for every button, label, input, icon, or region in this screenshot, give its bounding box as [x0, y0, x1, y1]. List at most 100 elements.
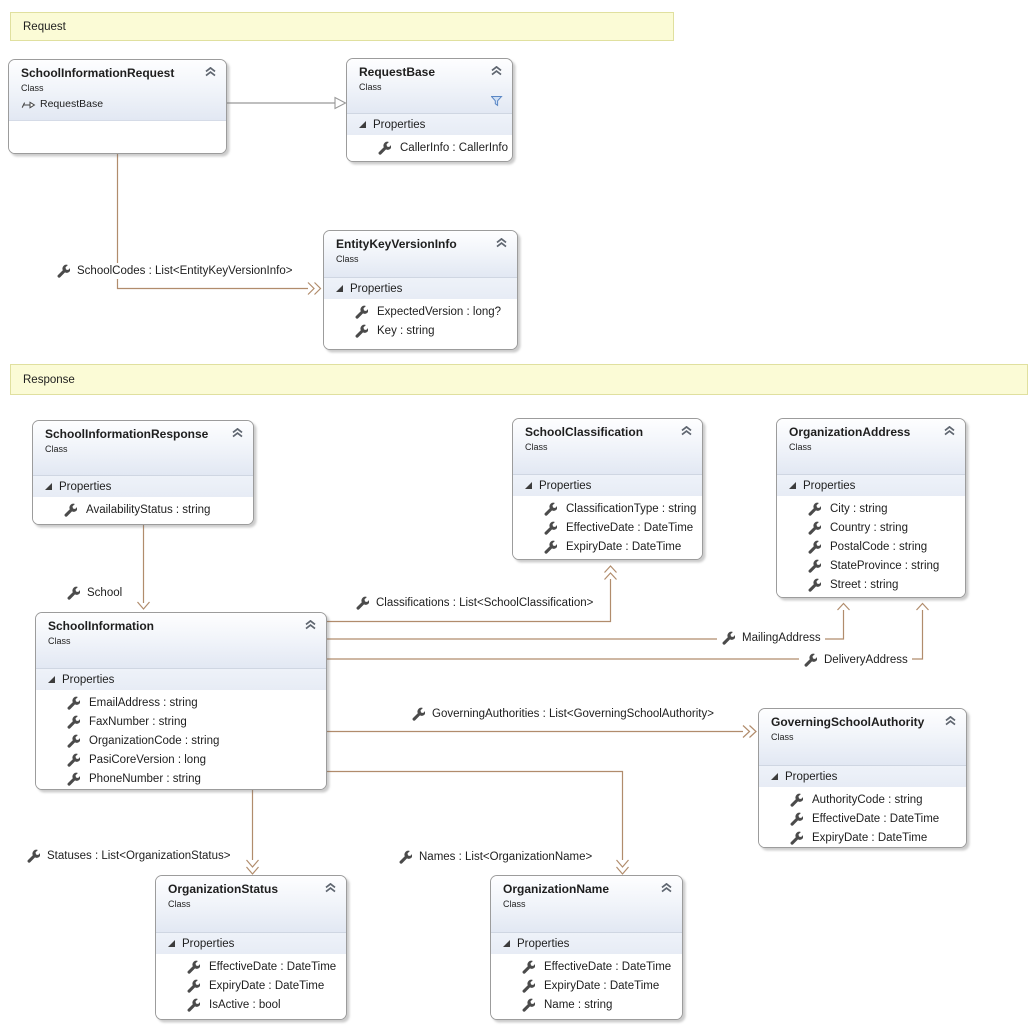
wrench-icon [67, 753, 80, 767]
collapse-chevron-icon[interactable] [325, 883, 336, 893]
property-row[interactable]: ExpiryDate : DateTime [759, 828, 966, 847]
property-row[interactable]: PhoneNumber : string [36, 769, 326, 788]
expander-triangle-icon[interactable] [789, 482, 796, 489]
property-row[interactable]: EffectiveDate : DateTime [513, 518, 702, 537]
property-row[interactable]: CallerInfo : CallerInfo [347, 138, 512, 157]
connector-label-school[interactable]: School [62, 585, 127, 601]
class-kind-label: Class [168, 899, 191, 909]
expander-triangle-icon[interactable] [359, 121, 366, 128]
connector-label-statuses[interactable]: Statuses : List<OrganizationStatus> [22, 848, 235, 864]
property-row[interactable]: PasiCoreVersion : long [36, 750, 326, 769]
properties-section-header[interactable]: Properties [777, 474, 965, 496]
collapse-chevron-icon[interactable] [305, 620, 316, 630]
collapse-chevron-icon[interactable] [661, 883, 672, 893]
class-box-schoolclassification[interactable]: SchoolClassification Class Properties Cl… [512, 418, 703, 560]
wrench-icon [67, 696, 80, 710]
collapse-chevron-icon[interactable] [491, 66, 502, 76]
connector-label-names[interactable]: Names : List<OrganizationName> [394, 849, 597, 865]
properties-section-header[interactable]: Properties [36, 668, 326, 690]
expander-triangle-icon[interactable] [48, 676, 55, 683]
collapse-chevron-icon[interactable] [681, 426, 692, 436]
properties-section-header[interactable]: Properties [491, 932, 682, 954]
property-row[interactable]: Name : string [491, 995, 682, 1014]
connector-school[interactable] [137, 525, 150, 610]
property-row[interactable]: ClassificationType : string [513, 499, 702, 518]
property-row[interactable]: IsActive : bool [156, 995, 346, 1014]
class-box-governingschoolauthority[interactable]: GoverningSchoolAuthority Class Propertie… [758, 708, 967, 848]
connector-names[interactable] [327, 770, 629, 875]
connector-mailingaddress[interactable] [327, 602, 850, 640]
collapse-chevron-icon[interactable] [232, 428, 243, 438]
class-box-organizationaddress[interactable]: OrganizationAddress Class Properties Cit… [776, 418, 966, 598]
property-row[interactable]: FaxNumber : string [36, 712, 326, 731]
expander-triangle-icon[interactable] [336, 285, 343, 292]
property-text: EffectiveDate : DateTime [566, 521, 694, 534]
wrench-icon [67, 586, 80, 600]
properties-section-header[interactable]: Properties [156, 932, 346, 954]
expander-triangle-icon[interactable] [503, 940, 510, 947]
property-row[interactable]: AvailabilityStatus : string [33, 500, 253, 519]
expander-triangle-icon[interactable] [525, 482, 532, 489]
properties-section-header[interactable]: Properties [759, 765, 966, 787]
class-box-organizationname[interactable]: OrganizationName Class Properties Effect… [490, 875, 683, 1020]
class-box-entitykeyversioninfo[interactable]: EntityKeyVersionInfo Class Properties Ex… [323, 230, 518, 350]
properties-label: Properties [62, 673, 115, 686]
property-row[interactable]: EffectiveDate : DateTime [156, 957, 346, 976]
property-row[interactable]: EffectiveDate : DateTime [759, 809, 966, 828]
collapse-chevron-icon[interactable] [944, 426, 955, 436]
connector-label-text: MailingAddress [742, 632, 821, 644]
class-box-organizationstatus[interactable]: OrganizationStatus Class Properties Effe… [155, 875, 347, 1020]
property-row[interactable]: EffectiveDate : DateTime [491, 957, 682, 976]
class-box-schoolinformationresponse[interactable]: SchoolInformationResponse Class Properti… [32, 420, 254, 525]
property-row[interactable]: PostalCode : string [777, 537, 965, 556]
class-kind-label: Class [525, 442, 548, 452]
properties-section-header[interactable]: Properties [513, 474, 702, 496]
class-box-requestbase[interactable]: RequestBase Class Properties CallerInfo … [346, 58, 513, 162]
class-header: SchoolClassification Class [513, 419, 702, 474]
comment-banner-request[interactable]: Request [10, 12, 674, 41]
property-text: OrganizationCode : string [89, 734, 220, 747]
property-row[interactable]: Key : string [324, 321, 517, 340]
property-row[interactable]: ExpiryDate : DateTime [491, 976, 682, 995]
connector-label-text: Statuses : List<OrganizationStatus> [47, 850, 231, 862]
class-box-schoolinformation[interactable]: SchoolInformation Class Properties Email… [35, 612, 327, 790]
connector-schoolcodes[interactable] [116, 154, 322, 295]
property-row[interactable]: EmailAddress : string [36, 693, 326, 712]
filter-icon[interactable] [491, 96, 503, 107]
property-row[interactable]: ExpiryDate : DateTime [156, 976, 346, 995]
connector-statuses[interactable] [246, 790, 259, 875]
connector-label-deliveryaddress[interactable]: DeliveryAddress [799, 652, 912, 668]
property-row[interactable]: AuthorityCode : string [759, 790, 966, 809]
collapse-chevron-icon[interactable] [205, 67, 216, 77]
connector-label-schoolcodes[interactable]: SchoolCodes : List<EntityKeyVersionInfo> [52, 263, 297, 279]
collapse-chevron-icon[interactable] [496, 238, 507, 248]
properties-section-header[interactable]: Properties [324, 277, 517, 299]
connector-inheritance-requestbase[interactable] [227, 96, 347, 110]
property-row[interactable]: ExpectedVersion : long? [324, 302, 517, 321]
connector-label-mailingaddress[interactable]: MailingAddress [717, 630, 825, 646]
expander-triangle-icon[interactable] [168, 940, 175, 947]
properties-section-header[interactable]: Properties [33, 475, 253, 497]
property-row[interactable]: Street : string [777, 575, 965, 594]
property-row[interactable]: Country : string [777, 518, 965, 537]
property-row[interactable]: ExpiryDate : DateTime [513, 537, 702, 556]
banner-text: Response [23, 373, 75, 386]
property-text: PhoneNumber : string [89, 772, 201, 785]
property-text: ExpiryDate : DateTime [209, 979, 325, 992]
property-row[interactable]: StateProvince : string [777, 556, 965, 575]
connector-classifications[interactable] [327, 565, 617, 623]
comment-banner-response[interactable]: Response [10, 364, 1028, 395]
properties-section-header[interactable]: Properties [347, 113, 512, 135]
connector-label-classifications[interactable]: Classifications : List<SchoolClassificat… [351, 595, 598, 611]
property-row[interactable]: City : string [777, 499, 965, 518]
collapse-chevron-icon[interactable] [945, 716, 956, 726]
wrench-icon [67, 734, 80, 748]
expander-triangle-icon[interactable] [771, 773, 778, 780]
property-row[interactable]: OrganizationCode : string [36, 731, 326, 750]
connector-deliveryaddress[interactable] [327, 602, 929, 660]
connector-governingauthorities[interactable] [327, 725, 757, 738]
properties-label: Properties [59, 480, 112, 493]
connector-label-governingauthorities[interactable]: GoverningAuthorities : List<GoverningSch… [407, 706, 718, 722]
expander-triangle-icon[interactable] [45, 483, 52, 490]
class-box-schoolinformationrequest[interactable]: SchoolInformationRequest Class RequestBa… [8, 59, 227, 154]
